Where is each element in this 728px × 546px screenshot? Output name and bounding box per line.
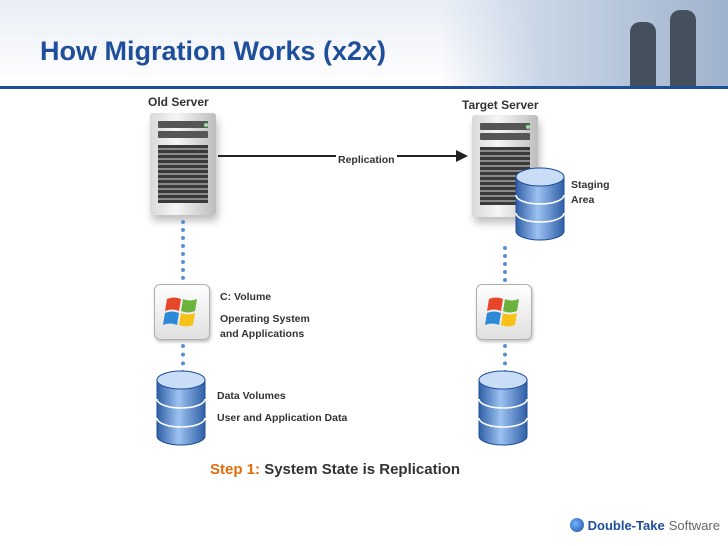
old-windows-logo-icon: [154, 284, 210, 340]
old-server-icon: [150, 113, 216, 215]
c-volume-title: C: Volume: [220, 291, 272, 303]
staging-label-line1: Staging: [571, 179, 610, 191]
target-data-database-icon: [478, 370, 528, 446]
c-volume-line1: Operating System: [220, 313, 310, 325]
target-dotted-connector-1: [503, 246, 507, 282]
step-text: System State is Replication: [264, 461, 461, 478]
photo-person-2: [670, 10, 696, 86]
header-photo: [440, 0, 728, 86]
step-number: Step 1:: [210, 461, 261, 478]
step-caption: Step 1: System State is Replication: [210, 461, 460, 478]
old-dotted-connector-1: [181, 220, 185, 280]
brand-suffix: Software: [668, 517, 720, 533]
old-server-label: Old Server: [148, 95, 209, 109]
photo-person-1: [630, 22, 656, 86]
c-volume-line2: and Applications: [220, 328, 305, 340]
brand-mark-icon: [569, 518, 584, 532]
old-data-database-icon: [156, 370, 206, 446]
data-volumes-title: Data Volumes: [217, 390, 286, 402]
title-rule: [0, 86, 728, 89]
replication-label: Replication: [336, 153, 397, 168]
data-volumes-line1: User and Application Data: [217, 412, 348, 424]
page-title: How Migration Works (x2x): [40, 36, 387, 66]
staging-database-icon: [515, 167, 565, 241]
staging-label-line2: Area: [571, 194, 595, 206]
old-dotted-connector-2: [181, 344, 185, 374]
target-dotted-connector-2: [503, 344, 507, 374]
brand-name: Double-Take: [587, 517, 665, 533]
target-windows-logo-icon: [476, 284, 532, 340]
target-server-label: Target Server: [462, 98, 539, 112]
brand-logo: Double-Take Software: [569, 514, 720, 536]
